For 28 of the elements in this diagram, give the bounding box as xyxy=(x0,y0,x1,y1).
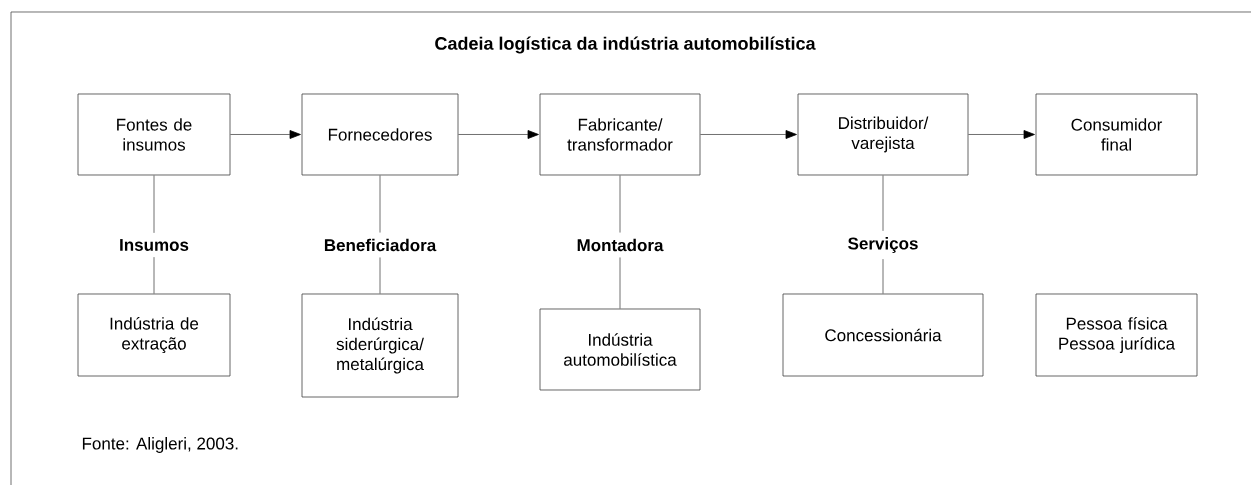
arrow xyxy=(700,130,797,139)
process-box: Fontes de insumos xyxy=(77,93,231,176)
stage-label: Montadora xyxy=(577,238,664,252)
connector-line xyxy=(379,175,381,233)
process-box: Concessionária xyxy=(782,293,984,377)
connector-line xyxy=(153,175,155,234)
arrow xyxy=(230,130,301,139)
connector-line xyxy=(379,257,381,294)
process-box: Indústria de extração xyxy=(77,293,231,377)
connector-line xyxy=(882,258,884,294)
title: Cadeia logística da indústria automobilística xyxy=(435,36,816,54)
connector-line xyxy=(882,175,884,232)
arrow xyxy=(968,130,1035,139)
process-box: Distribuidor/ varejista xyxy=(797,93,969,176)
process-box: Consumidor final xyxy=(1035,93,1198,176)
stage-label: Beneficiadora xyxy=(324,238,437,252)
connector-line xyxy=(619,175,621,233)
process-box: Pessoa física Pessoa jurídica xyxy=(1035,293,1198,377)
connector-line xyxy=(619,257,621,309)
stage-label: Serviços xyxy=(848,237,918,253)
process-box: Indústria siderúrgica/ metalúrgica xyxy=(301,293,459,398)
connector-line xyxy=(153,256,155,294)
source-note: Fonte: Aligleri, 2003. xyxy=(82,437,238,453)
process-box: Indústria automobilística xyxy=(539,308,701,391)
arrow xyxy=(458,130,539,139)
process-box: Fornecedores xyxy=(301,93,459,176)
process-box: Fabricante/ transformador xyxy=(539,93,701,176)
stage-label: Insumos xyxy=(120,239,189,251)
